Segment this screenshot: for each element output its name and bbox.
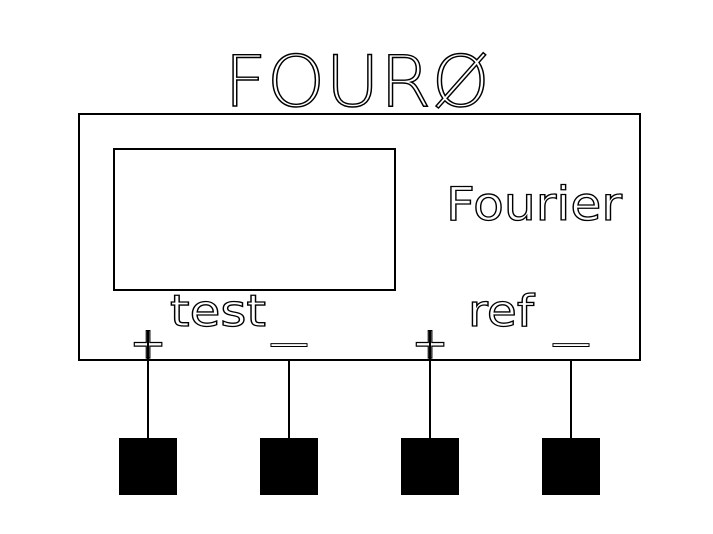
symbol-title: FOURØ — [224, 41, 490, 123]
group-label-test: test — [170, 286, 266, 337]
pin-terminal-ref-plus[interactable] — [401, 438, 459, 495]
pin-terminal-test-plus[interactable] — [119, 438, 177, 495]
pin-polarity-ref-minus: — — [551, 320, 591, 366]
display-window — [113, 148, 396, 291]
body-label: Fourier — [446, 177, 622, 231]
symbol-body — [78, 113, 641, 361]
pin-polarity-test-minus: — — [269, 320, 309, 366]
pin-terminal-test-minus[interactable] — [260, 438, 318, 495]
pin-terminal-ref-minus[interactable] — [542, 438, 600, 495]
group-label-ref: ref — [468, 286, 536, 337]
